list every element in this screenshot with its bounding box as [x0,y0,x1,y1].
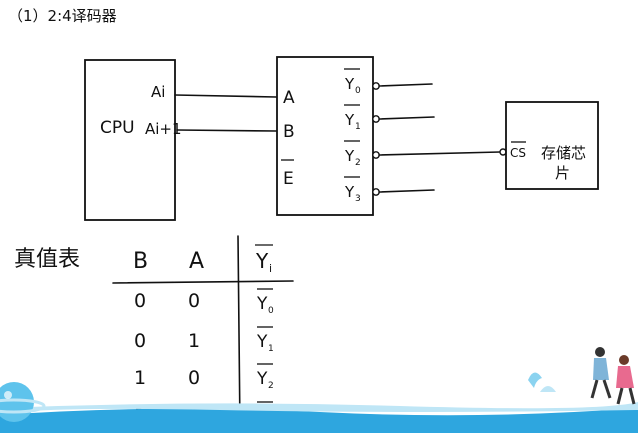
truth-table-header-b: B [133,249,148,274]
row1-b: 0 [134,330,146,352]
wire-y0 [378,83,433,87]
cpu-label: CPU [100,118,135,138]
row2-a: 0 [188,367,200,389]
truth-table-label: 真值表 [14,247,80,272]
truth-table-row: 0 0 Y 0 [134,288,274,316]
decoder-input-e: E [283,169,294,189]
memory-label-line1: 存储芯 [541,144,586,162]
decoder-output-y2: Y 2 [344,140,361,168]
truth-table-header-y: Y [255,249,269,273]
y0-sub: 0 [355,86,361,96]
wire-a [174,94,277,98]
row1-y-sub: 1 [268,344,274,354]
row0-a: 0 [188,290,200,312]
truth-table-row: 0 1 Y 1 [134,326,274,354]
wire-y1 [378,116,435,120]
y1-base: Y [344,111,355,129]
decoder-output-y1: Y 1 [344,104,361,132]
truth-table-header-a: A [189,249,204,274]
memory-pin-cs: CS [510,146,526,160]
row1-a: 1 [188,330,200,352]
wire-y2-to-cs [378,151,501,156]
truth-table-header-y-sub: i [269,262,272,275]
footer-wave-light [0,402,638,416]
y2-sub: 2 [355,158,361,168]
decoder-output-y0: Y 0 [344,68,361,96]
footer-wave [0,408,638,433]
row2-y-sub: 2 [268,381,274,391]
cpu-pin-ai1: Ai+1 [145,120,182,138]
decoder-input-a: A [283,88,295,108]
decoder-output-y3: Y 3 [344,176,361,204]
wire-b [176,129,277,132]
y3-base: Y [344,183,355,201]
y2-base: Y [344,147,355,165]
row2-y: Y [256,369,268,389]
people-illustration-icon [528,347,636,405]
row0-y: Y [256,294,268,314]
row1-y: Y [256,332,268,352]
row0-b: 0 [134,290,146,312]
truth-table-row: 1 0 Y 2 [134,363,274,391]
wire-y3 [378,189,435,193]
planet-logo-icon [0,382,46,422]
row0-y-sub: 0 [268,306,274,316]
truth-table-column-rule [237,235,241,431]
decoder-block [276,56,374,216]
y3-sub: 3 [355,194,361,204]
row2-b: 1 [134,367,146,389]
truth-table-header-rule [112,280,294,284]
cpu-block [84,59,176,221]
page-title: （1）2:4译码器 [8,7,117,25]
decoder-input-b: B [283,122,295,142]
y1-sub: 1 [355,122,361,132]
memory-block [505,101,599,190]
cpu-pin-ai: Ai [151,83,165,101]
y0-base: Y [344,75,355,93]
memory-label-line2: 片 [555,164,570,182]
